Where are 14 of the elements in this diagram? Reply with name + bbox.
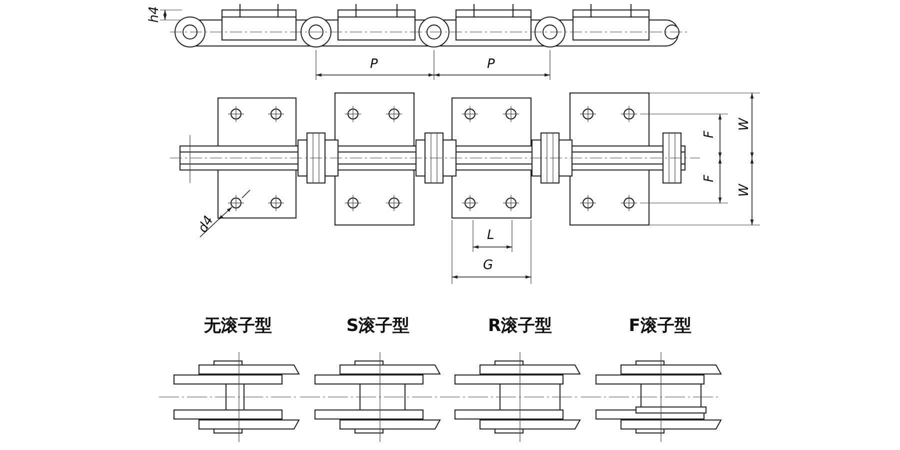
dimension-label: F [703,130,716,138]
dimension-label: L [487,229,494,242]
dimension-label: P [487,58,495,71]
dimension-label: h4 [148,6,161,23]
section-title: F滚子型 [628,318,692,335]
dimension-label: W [738,184,751,197]
dimension-label: d4 [196,214,216,235]
section-title: 无滚子型 [204,318,272,335]
dimension-label: F [703,174,716,182]
section-title: R滚子型 [488,318,552,335]
dimension-label: P [370,58,378,71]
dimension-label: G [483,259,494,272]
dimension-label: W [738,118,751,131]
section-title: S滚子型 [346,318,410,335]
